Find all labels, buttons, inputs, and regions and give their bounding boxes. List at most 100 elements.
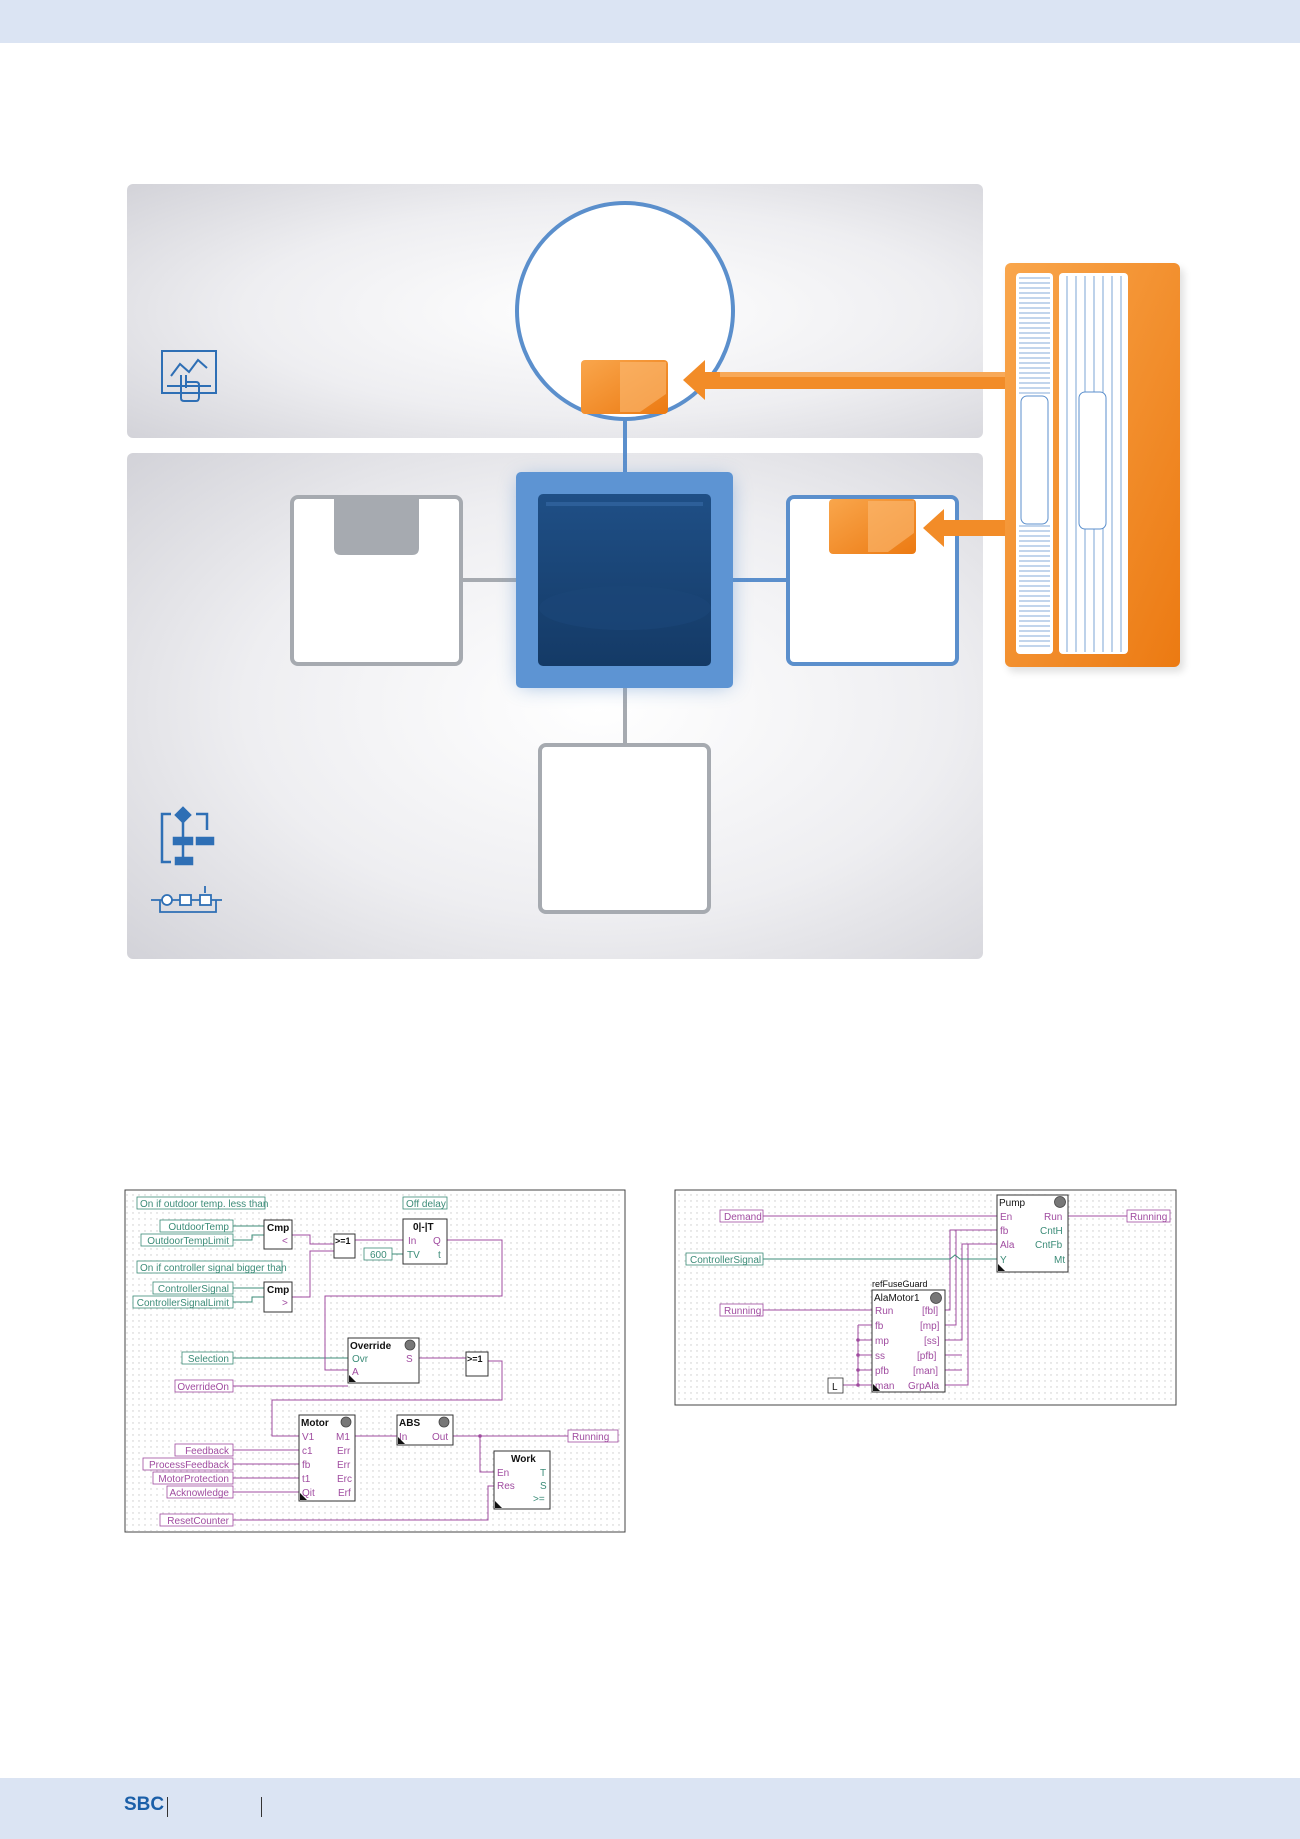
motor-in-t1: t1: [302, 1474, 311, 1485]
work-res: Res: [497, 1481, 515, 1492]
guard-in-fb: fb: [875, 1321, 884, 1332]
override-a: A: [352, 1367, 359, 1378]
architecture-illustration: [127, 184, 1184, 959]
logic-icon: [160, 806, 215, 866]
controller-screen: [538, 494, 711, 666]
cmp2-title: Cmp: [267, 1285, 289, 1296]
pump-in-en: En: [1000, 1212, 1012, 1223]
work-title: Work: [511, 1454, 536, 1465]
pump-block: Pump En fb Ala Run Y CntH CntFb Mt: [996, 1194, 1069, 1273]
input-motorprotection: MotorProtection: [158, 1474, 229, 1485]
motor-in-v1: V1: [302, 1432, 315, 1443]
device-slot-right: [1078, 391, 1107, 530]
integration-arrow-bottom: [923, 509, 1005, 547]
abs-out: Out: [432, 1432, 448, 1443]
controller-screen-line: [546, 502, 703, 506]
constant-600: 600: [370, 1250, 387, 1261]
fbd2-const-l: L: [832, 1382, 838, 1393]
motor-out-err2: Err: [337, 1460, 351, 1471]
motor-in-qit: Qit: [302, 1488, 315, 1499]
cmp-block-1: Cmp <: [263, 1219, 293, 1250]
override-block: Override Ovr S A: [347, 1337, 420, 1384]
work-block: Work En Res T S >=: [493, 1450, 551, 1510]
function-block-icon: [151, 886, 222, 913]
pump-in-y: Y: [1000, 1255, 1007, 1266]
output-running: Running: [572, 1432, 609, 1443]
work-en: En: [497, 1468, 509, 1479]
motor-out-err1: Err: [337, 1446, 351, 1457]
footer-separator: [261, 1797, 262, 1817]
abs-block: ABS In Out: [396, 1414, 454, 1446]
timer-tv: TV: [407, 1250, 420, 1261]
management-station-circle: [515, 201, 735, 421]
guard-in-man: man: [875, 1381, 894, 1392]
orange-chip-top-highlight: [620, 362, 666, 412]
input-selection: Selection: [188, 1354, 229, 1365]
pump-out-run: Run: [1044, 1212, 1062, 1223]
fbd2-canvas: [674, 1189, 1177, 1406]
input-feedback: Feedback: [185, 1446, 230, 1457]
fbd2-input-demand: Demand: [724, 1212, 762, 1223]
cmp-block-2: Cmp >: [263, 1281, 293, 1313]
bottom-module: [538, 743, 711, 914]
input-resetcounter: ResetCounter: [167, 1516, 229, 1527]
motor-in-fb: fb: [302, 1460, 311, 1471]
motor-in-c1: c1: [302, 1446, 313, 1457]
timer-in: In: [408, 1236, 416, 1247]
pump-out-cntfb: CntFb: [1035, 1240, 1063, 1251]
note-outdoor: On if outdoor temp. less than: [140, 1199, 268, 1210]
orange-chip-right-highlight: [868, 501, 914, 552]
note-off-delay: Off delay: [406, 1199, 446, 1210]
pump-out-mt: Mt: [1054, 1255, 1065, 1266]
cmp2-sym: >: [282, 1298, 288, 1309]
integration-arrow-top: [683, 360, 1005, 400]
cmp1-title: Cmp: [267, 1223, 289, 1234]
or2-label: >=1: [467, 1354, 483, 1364]
pump-out-cnth: CntH: [1040, 1226, 1063, 1237]
timer-title: 0|-|T: [413, 1222, 434, 1233]
input-overrideon: OverrideOn: [177, 1382, 229, 1393]
input-controllersignallimit: ControllerSignalLimit: [137, 1298, 229, 1309]
motor-block: Motor V1 c1 fb t1 Qit M1 Err Err Erc Erf: [298, 1414, 356, 1502]
device-slot-left: [1020, 395, 1049, 525]
visualization-icon: [161, 350, 217, 402]
guard-caption: refFuseGuard: [872, 1279, 928, 1289]
pump-title: Pump: [999, 1198, 1026, 1209]
override-title: Override: [350, 1341, 392, 1352]
motor-title: Motor: [301, 1418, 329, 1429]
work-s: S: [540, 1481, 547, 1492]
guard-in-mp: mp: [875, 1336, 889, 1347]
motor-out-m1: M1: [336, 1432, 350, 1443]
footer-band: [0, 1778, 1300, 1839]
sbc-logo: SBC: [124, 1794, 165, 1815]
fbd2-input-controllersignal: ControllerSignal: [690, 1255, 761, 1266]
work-t: T: [540, 1468, 546, 1479]
input-outdoortemp: OutdoorTemp: [168, 1222, 229, 1233]
guard-out-pfb: [pfb]: [917, 1351, 937, 1362]
fuseguard-block: AlaMotor1 Run fb mp ss pfb man [fbl] [mp…: [871, 1289, 946, 1393]
device-panel-left-stripes: [1019, 277, 1050, 647]
timer-q: Q: [433, 1236, 441, 1247]
override-ovr: Ovr: [352, 1354, 369, 1365]
guard-in-ss: ss: [875, 1351, 885, 1362]
guard-out-ss: [ss]: [924, 1336, 940, 1347]
motor-out-erc: Erc: [337, 1474, 352, 1485]
cmp1-sym: <: [282, 1236, 288, 1247]
guard-in-pfb: pfb: [875, 1366, 889, 1377]
input-outdoortemplimit: OutdoorTempLimit: [147, 1236, 229, 1247]
fbd2-output-running: Running: [1130, 1212, 1167, 1223]
footer-separator: [167, 1797, 168, 1817]
note-controller: On if controller signal bigger than: [140, 1263, 287, 1274]
controller-screen-reflection: [539, 586, 711, 630]
left-module-tab: [334, 497, 419, 555]
override-s: S: [406, 1354, 413, 1365]
header-band: [0, 0, 1300, 43]
timer-block: 0|-|T In Q TV t: [402, 1218, 448, 1265]
abs-title: ABS: [399, 1418, 420, 1429]
motor-out-erf: Erf: [338, 1488, 351, 1499]
guard-in-run: Run: [875, 1306, 893, 1317]
input-processfeedback: ProcessFeedback: [149, 1460, 230, 1471]
guard-out-grpala: GrpAla: [908, 1381, 940, 1392]
work-ge: >=: [533, 1494, 545, 1505]
fbd2-input-running: Running: [724, 1306, 761, 1317]
